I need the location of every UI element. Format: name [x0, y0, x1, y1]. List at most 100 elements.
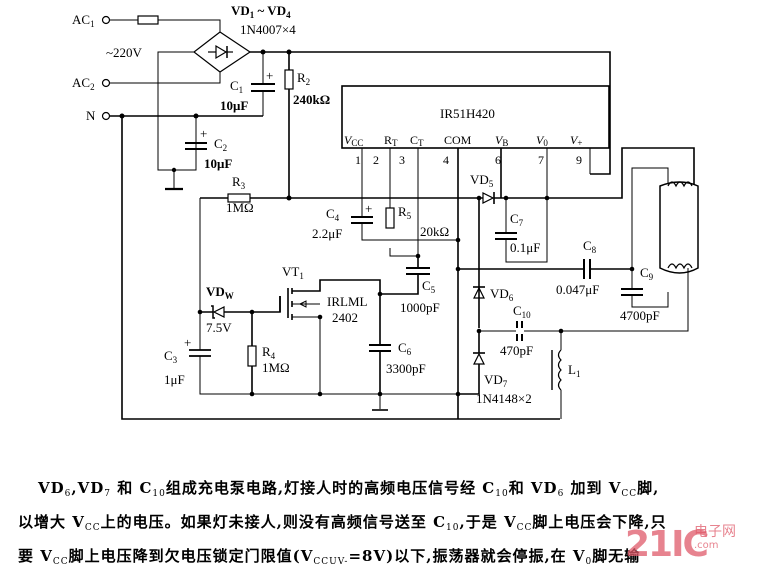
l1-label: L1 — [568, 362, 580, 379]
svg-text:V0: V0 — [536, 133, 548, 148]
svg-text:CT: CT — [410, 133, 424, 148]
capacitor-c9 — [621, 167, 669, 308]
caption-segment: 和 C — [111, 479, 153, 497]
ic-ir51h420: IR51H420 — [341, 85, 610, 149]
caption-segment: VD — [38, 479, 65, 497]
r5-label: R5 — [398, 204, 412, 221]
capacitor-c2: + — [185, 116, 207, 170]
caption-subscript: 10 — [495, 489, 509, 499]
bridge-rectifier — [193, 31, 252, 73]
vt1-label: VT1 — [282, 264, 304, 281]
caption-subscript: CC — [516, 523, 533, 533]
c10-label: C10 — [513, 303, 531, 320]
c2-value: 10μF — [204, 156, 232, 171]
bridge-part-label: 1N4007×4 — [240, 22, 296, 37]
caption-segment: 脚无输 — [592, 547, 641, 565]
caption-segment: 以增大 V — [18, 513, 85, 531]
r3-label: R3 — [232, 174, 246, 191]
svg-text:6: 6 — [495, 153, 501, 167]
caption-segment: 加到 V — [564, 479, 622, 497]
watermark-cn: 电子网 — [694, 524, 736, 540]
svg-text:+: + — [200, 126, 207, 141]
vt1-part-line2: 2402 — [332, 310, 358, 325]
caption-text: VD6,VD7 和 C10组成充电泵电路,灯接人时的高频电压信号经 C10和 V… — [18, 474, 768, 576]
caption-segment: ,VD — [71, 479, 105, 497]
terminal-ac2: AC2 — [72, 75, 111, 92]
caption-subscript: 10 — [446, 523, 460, 533]
svg-text:N: N — [86, 108, 96, 123]
r2-value: 240kΩ — [293, 92, 330, 107]
svg-text:1: 1 — [355, 153, 361, 167]
c1-value: 10μF — [220, 98, 248, 113]
bridge-label: VD1 ~ VD4 — [231, 3, 291, 20]
caption-segment: =8V)以下,振荡器就会停振,在 V — [348, 547, 586, 565]
caption-line-1: VD6,VD7 和 C10组成充电泵电路,灯接人时的高频电压信号经 C10和 V… — [18, 474, 768, 508]
caption-subscript: 6 — [557, 489, 565, 499]
circuit-schematic: AC1 AC2 N ~220V VD1 ~ VD4 1N4007×4 + C1 … — [72, 3, 699, 420]
c5-value: 1000pF — [400, 300, 440, 315]
caption-segment: 上的电压。如果灯未接人,则没有高频信号送至 C — [100, 513, 447, 531]
inductor-l1 — [551, 331, 562, 419]
c8-label: C8 — [583, 238, 597, 255]
capacitor-c5 — [380, 256, 430, 295]
svg-text:3: 3 — [399, 153, 405, 167]
vd5-label: VD5 — [470, 172, 494, 189]
c7-value: 0.1μF — [510, 240, 540, 255]
resistor-r2 — [284, 52, 294, 198]
svg-text:2: 2 — [373, 153, 379, 167]
diode-vd7 — [473, 352, 485, 365]
watermark-logo: 21IC — [625, 524, 709, 565]
caption-segment: 和 VD — [508, 479, 558, 497]
terminal-n: N — [86, 108, 111, 123]
c7-label: C7 — [510, 211, 524, 228]
r3-value: 1MΩ — [226, 200, 254, 215]
svg-text:VCC: VCC — [344, 133, 363, 148]
fluorescent-lamp — [659, 181, 699, 274]
capacitor-c7 — [495, 198, 548, 263]
c6-label: C6 — [398, 340, 412, 357]
c8-value: 0.047μF — [556, 282, 599, 297]
caption-subscript: 6 — [64, 489, 72, 499]
vd7-part: 1N4148×2 — [476, 391, 532, 406]
caption-subscript: CC — [84, 523, 101, 533]
svg-text:+: + — [184, 335, 191, 350]
svg-text:9: 9 — [576, 153, 582, 167]
terminal-ac1: AC1 — [72, 12, 111, 29]
ic-pin-labels: VCC RT CT COM VB V0 V+ — [344, 133, 582, 148]
c10-value: 470pF — [500, 343, 533, 358]
c2-label: C2 — [214, 136, 227, 153]
caption-subscript: 0 — [585, 557, 593, 567]
caption-subscript: 10 — [152, 489, 166, 499]
diode-vd5 — [482, 192, 495, 204]
svg-text:4: 4 — [443, 153, 449, 167]
diode-vd6 — [473, 286, 485, 299]
mains-voltage-label: ~220V — [106, 45, 143, 60]
resistor-r5 — [385, 207, 395, 229]
vdw-value: 7.5V — [206, 320, 232, 335]
resistor-r4 — [247, 312, 257, 394]
vdw-label: VDW — [206, 284, 234, 301]
caption-line-3: 要 VCC脚上电压降到欠电压锁定门限值(VCCUV-=8V)以下,振荡器就会停振… — [18, 542, 768, 576]
resistor-r3 — [227, 193, 251, 203]
c5-label: C5 — [422, 278, 436, 295]
caption-segment: ,于是 V — [459, 513, 517, 531]
c4-label: C4 — [326, 206, 340, 223]
fuse-resistor — [137, 15, 159, 25]
caption-segment: 组成充电泵电路,灯接人时的高频电压信号经 C — [165, 479, 496, 497]
caption-line-2: 以增大 VCC上的电压。如果灯未接人,则没有高频信号送至 C10,于是 VCC脚… — [18, 508, 768, 542]
svg-text:AC1: AC1 — [72, 12, 95, 29]
capacitor-c6 — [369, 294, 391, 394]
svg-text:7: 7 — [538, 153, 544, 167]
caption-segment: 脚上电压降到欠电压锁定门限值(V — [68, 547, 314, 565]
c9-label: C9 — [640, 265, 654, 282]
vt1-part-line1: IRLML — [327, 294, 368, 309]
r4-value: 1MΩ — [262, 360, 290, 375]
ground-symbol — [165, 167, 183, 191]
caption-segment: 要 V — [18, 547, 53, 565]
capacitor-c4: + — [351, 198, 458, 241]
ground-symbol-bottom — [372, 394, 388, 411]
caption-subscript: CC — [621, 489, 638, 499]
capacitor-c1: + — [251, 52, 275, 116]
vd6-label: VD6 — [490, 286, 514, 303]
svg-text:+: + — [365, 201, 372, 216]
